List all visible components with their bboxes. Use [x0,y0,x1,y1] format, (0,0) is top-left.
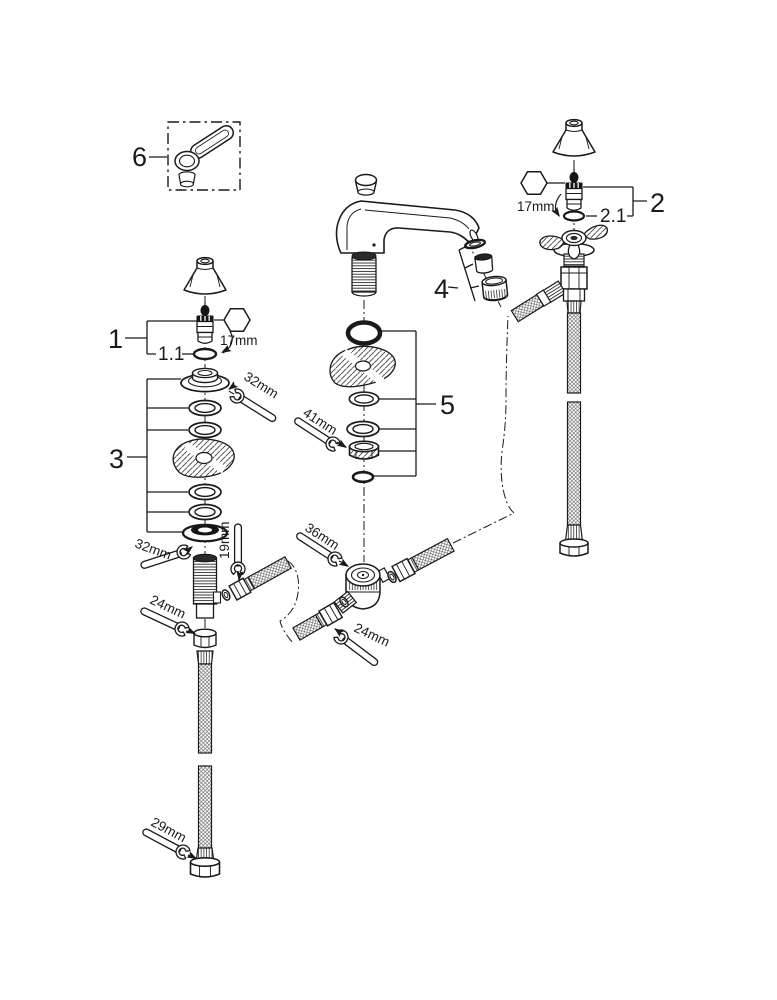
side-hose-right [510,289,552,323]
threaded-shank-left [192,553,222,619]
sink-deck-section-center [329,345,396,388]
callout-4: 4 [434,274,449,304]
wrench-size-19: 19mm [217,521,232,559]
mounting-nut-41mm [348,440,380,460]
hex-size-left: 17mm [220,333,258,348]
callout-2-1: 2.1 [600,206,626,227]
lever-handle-part [174,124,235,188]
callout-6: 6 [132,142,147,172]
side-hose-left [228,555,293,601]
right-valve-column [510,118,608,557]
tee-right-hose [387,537,455,584]
tee-left-hose [292,596,349,641]
washer-c [188,483,222,501]
hex-size-right: 17mm [517,199,555,214]
washer-f [346,420,380,438]
hose-connection-curve-right [452,315,515,544]
side-outlet-left [212,591,222,604]
callout-1: 1 [108,324,123,354]
washer-b [188,421,222,439]
hose-end-nut-29mm [189,857,221,878]
item6-group: 6 [132,121,241,191]
installed-valve-right [510,224,608,323]
axis-aerator [466,240,502,308]
supply-hose-right [559,288,589,557]
washer-e [348,391,380,407]
o-ring-2-1 [562,210,586,222]
bracket-4 [447,245,480,302]
callout-2: 2 [650,188,665,218]
supply-hose-left [189,628,221,878]
bracket-2 [583,186,647,217]
left-valve-column [172,256,293,878]
washer-d [188,503,222,521]
item6-option-box [167,121,241,191]
o-ring-small [351,470,375,484]
aerator-assembly [463,238,509,302]
hose-end-nut-right [559,538,589,557]
callouts [125,186,647,533]
callout-1-1: 1.1 [158,344,184,365]
bracket-5 [373,330,436,477]
bracket-3 [127,378,188,533]
o-ring-large [345,320,383,346]
callout-3: 3 [109,444,124,474]
aerator-housing [481,275,509,302]
aerator-insert [474,253,494,274]
sink-deck-section-left [172,438,235,478]
washer-a [188,399,222,417]
callout-5: 5 [440,390,455,420]
threaded-shank-center [351,251,377,297]
spout-knob [354,173,378,196]
bracket-1 [125,320,197,355]
hose-connection-curve-left [279,560,300,644]
center-spout-column [292,173,509,641]
cross-handle [539,224,608,260]
hex-17mm-icon-left [223,307,251,333]
spout-mounting-set [329,320,396,484]
o-ring-1-1 [192,347,218,361]
hex-17mm-icon-right [520,170,548,196]
side-hose-washer-left [221,589,231,601]
spout [335,200,480,254]
